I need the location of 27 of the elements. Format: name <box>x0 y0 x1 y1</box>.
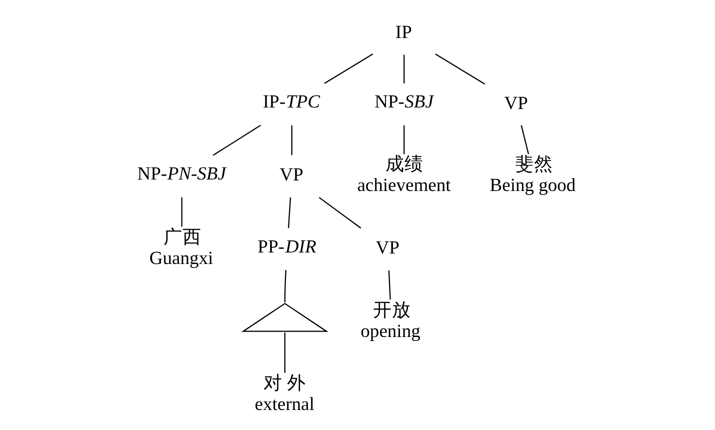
node-triangle <box>241 302 328 332</box>
connector <box>435 54 486 85</box>
connector <box>284 270 286 302</box>
node-text: 斐然 Being good <box>490 154 576 196</box>
node-text: 成绩 achievement <box>357 154 451 196</box>
connector <box>212 124 261 156</box>
connector <box>388 270 391 300</box>
node-text: 开放 opening <box>360 300 420 342</box>
connector <box>181 197 182 227</box>
node-text: IP <box>395 22 412 44</box>
connector <box>404 54 405 84</box>
node-text: 对 外 external <box>254 372 314 415</box>
node-text: PP-DIR <box>258 236 316 258</box>
connector <box>318 196 362 229</box>
connector <box>288 197 292 228</box>
node-text: VP <box>504 92 528 114</box>
connector <box>291 125 292 156</box>
connector <box>324 54 374 84</box>
node-text: 广西 Guangxi <box>149 227 214 269</box>
connector <box>520 125 530 154</box>
node-text: VP <box>280 164 304 186</box>
connector <box>404 125 405 154</box>
node-text: VP <box>376 238 400 259</box>
node-text: NP-PN-SBJ <box>137 163 226 184</box>
node-text: IP-TPC <box>262 92 320 113</box>
node-text: NP-SBJ <box>374 92 434 113</box>
connector <box>284 332 286 373</box>
